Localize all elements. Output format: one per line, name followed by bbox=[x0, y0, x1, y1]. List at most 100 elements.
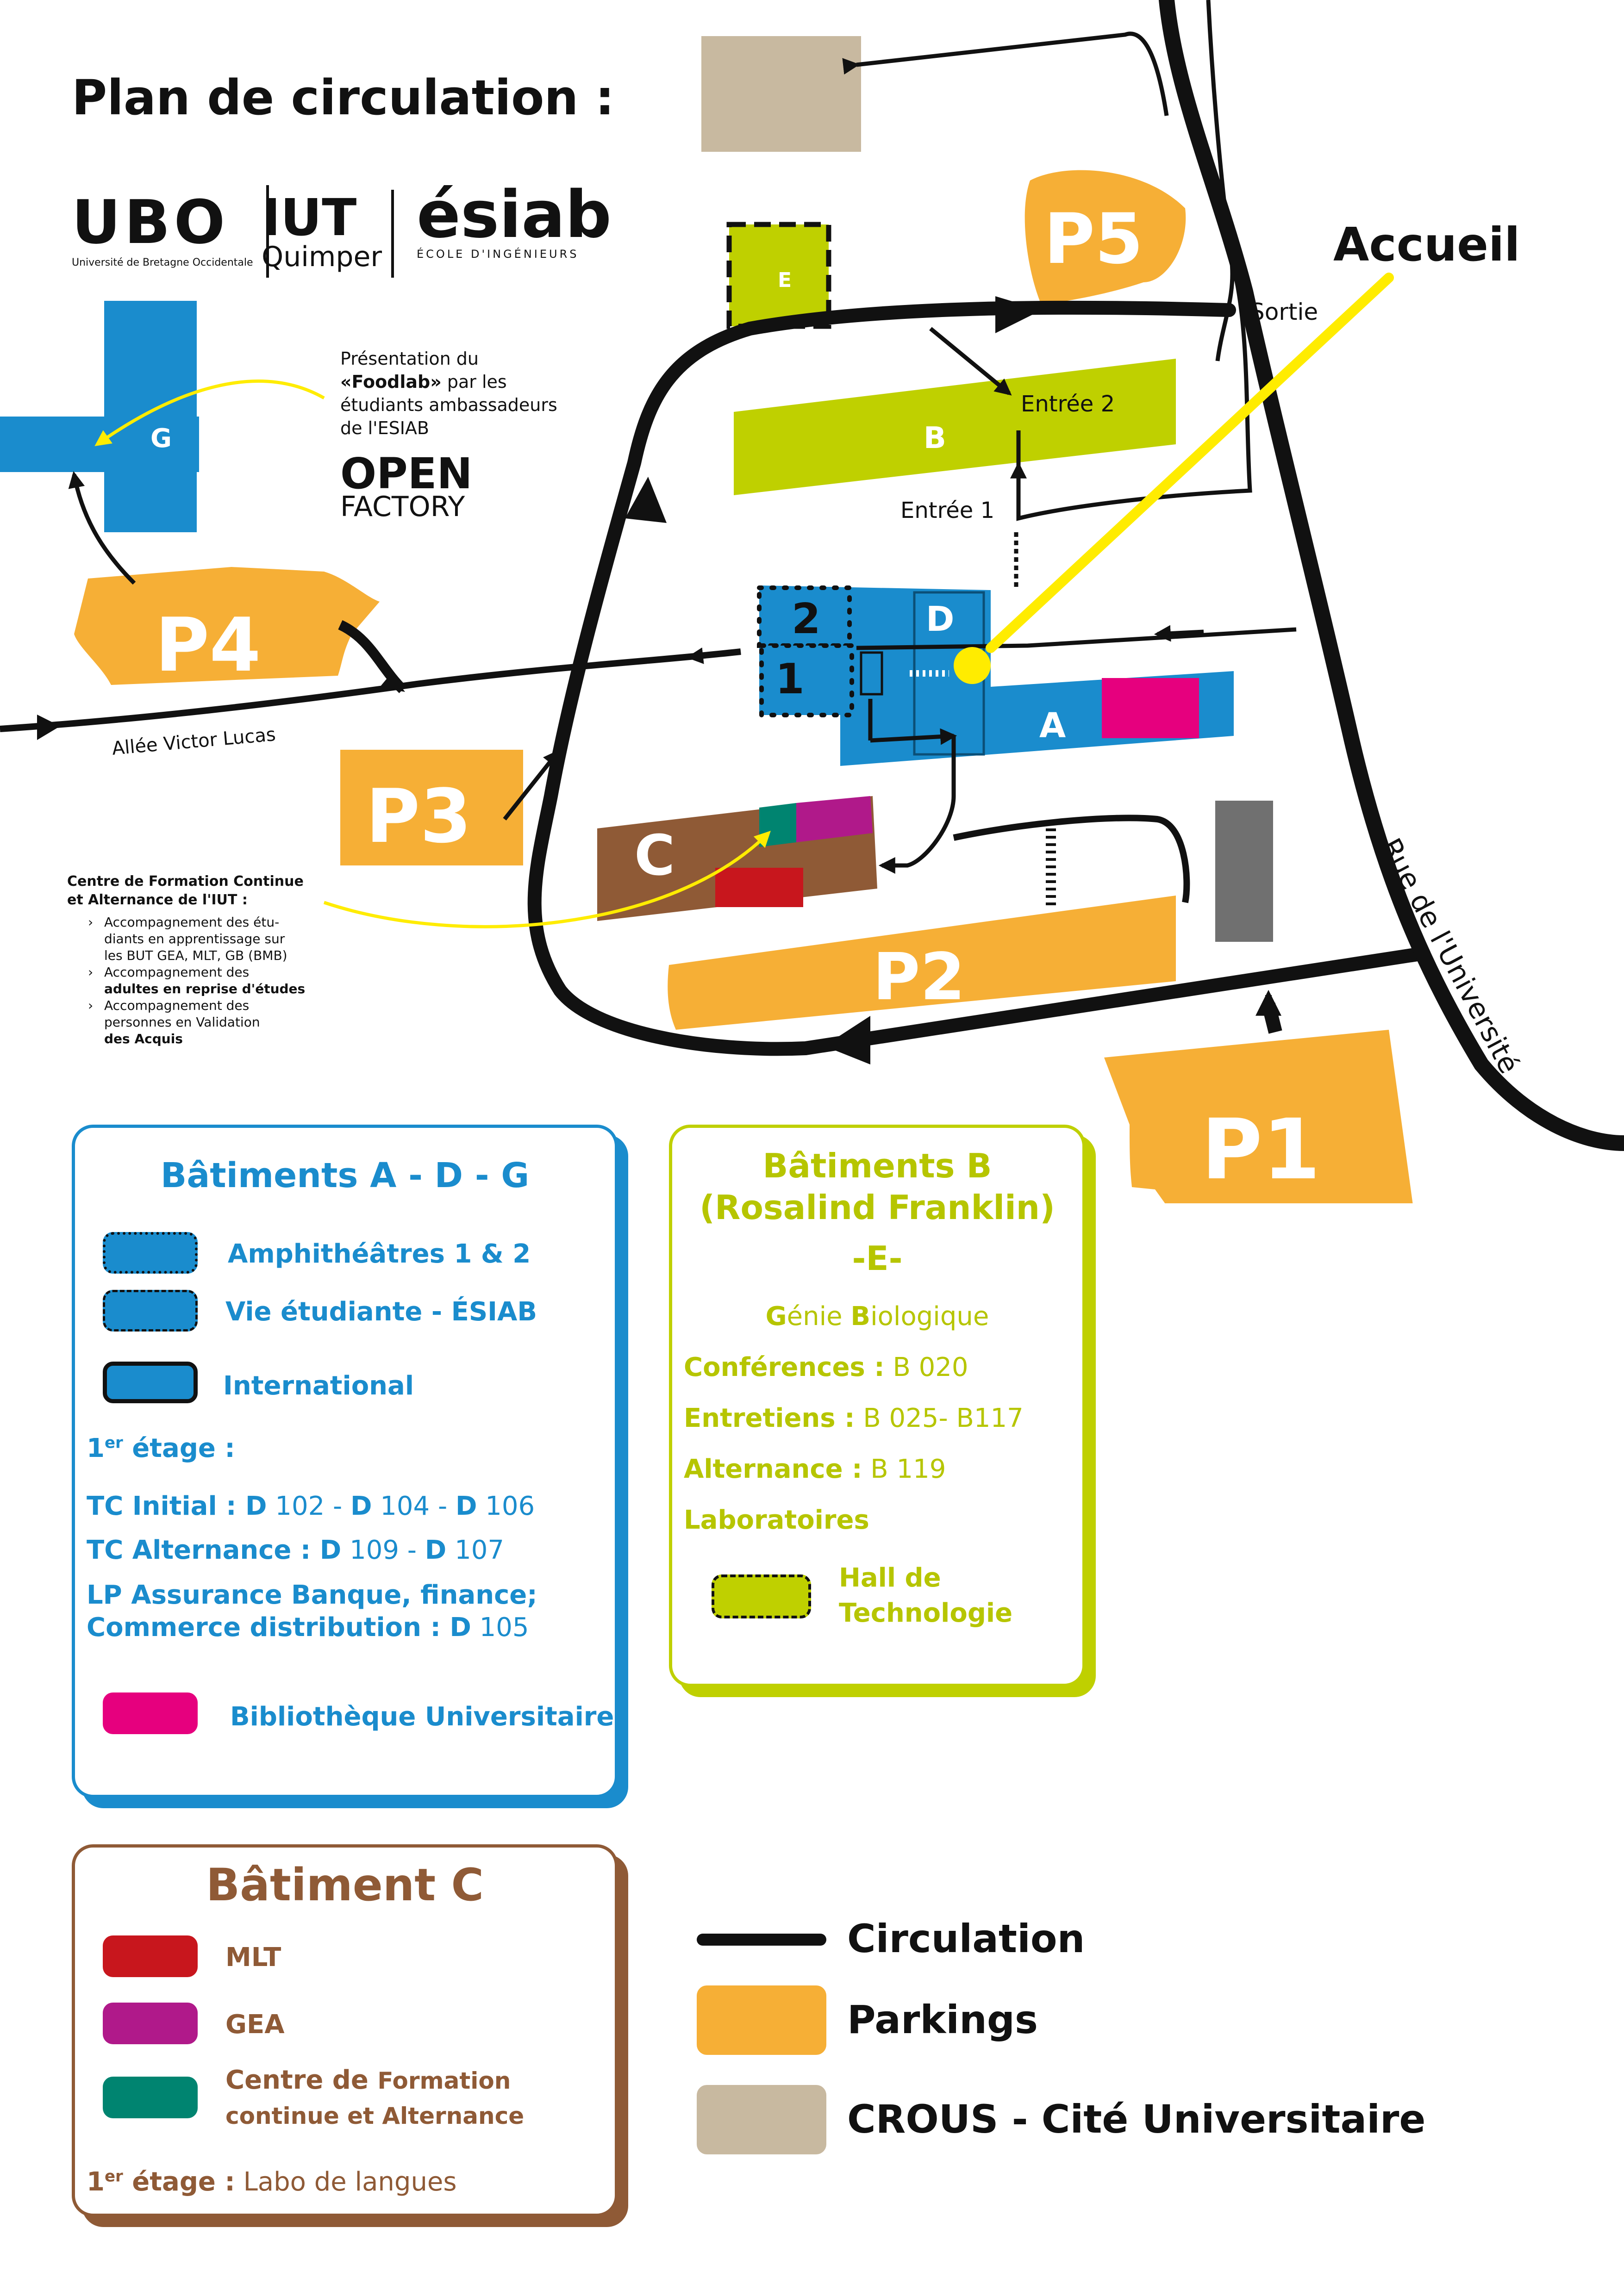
swatch-mlt bbox=[103, 1935, 198, 1977]
logo-esiab-text: ésiab bbox=[417, 177, 612, 253]
cfca-title-1: Centre de Formation Continue bbox=[67, 873, 304, 890]
foodlab-line-1: Présentation du bbox=[340, 348, 479, 369]
entree-2-label: Entrée 2 bbox=[1021, 391, 1115, 417]
legend-swatch-parkings bbox=[697, 1985, 826, 2055]
etage-rest: étage : bbox=[123, 2167, 235, 2197]
room-prefix: D bbox=[450, 1612, 471, 1643]
hall-line-1: Hall de bbox=[839, 1563, 941, 1593]
entretiens-room: B 025- B117 bbox=[855, 1403, 1024, 1433]
cfca-item-3-line: des Acquis bbox=[104, 1031, 183, 1046]
etage-sup: er bbox=[104, 1433, 123, 1452]
legend-swatch-crous bbox=[697, 2085, 826, 2154]
swatch-bu bbox=[103, 1692, 198, 1734]
building-g-wing bbox=[104, 301, 197, 532]
page-title: Plan de circulation : bbox=[72, 69, 615, 126]
entree-1-label: Entrée 1 bbox=[900, 498, 995, 523]
room-prefix: D bbox=[425, 1535, 447, 1565]
label-building-d: D bbox=[926, 599, 955, 639]
legend-adg-etage: 1er étage : bbox=[87, 1433, 235, 1463]
building-b bbox=[734, 359, 1176, 495]
label-p2: P2 bbox=[873, 940, 966, 1015]
foodlab-line-3: étudiants ambassadeurs bbox=[340, 395, 557, 415]
parking-p1 bbox=[1104, 1030, 1413, 1203]
legend-parkings: Parkings bbox=[847, 1997, 1038, 2042]
cfca-item-2-line: adultes en reprise d'études bbox=[104, 981, 306, 996]
cfca-item-1-line: les BUT GEA, MLT, GB (BMB) bbox=[104, 948, 287, 963]
campus-map bbox=[0, 0, 1624, 1203]
legend-hall: Hall de Technologie bbox=[839, 1561, 1012, 1631]
legend-buildings-adg: Bâtiments A - D - G Amphithéâtres 1 & 2 … bbox=[72, 1125, 618, 1798]
logo-ubo-subtitle: Université de Bretagne Occidentale bbox=[72, 257, 253, 268]
room-number: 107 bbox=[446, 1535, 504, 1565]
legend-entretiens: Entretiens : B 025- B117 bbox=[684, 1403, 1024, 1433]
legend-cfca: Centre de Formation continue et Alternan… bbox=[225, 2063, 524, 2134]
swatch-amphi bbox=[103, 1232, 198, 1274]
lp-line-1: LP Assurance Banque, finance; bbox=[87, 1580, 537, 1610]
room-prefix: D bbox=[350, 1491, 372, 1521]
foodlab-line-2: «Foodlab» par les bbox=[340, 370, 557, 393]
vie-etudiante-zone bbox=[860, 651, 883, 696]
etage-number: 1 bbox=[87, 2167, 105, 2197]
road-main-loop bbox=[527, 300, 1430, 1056]
legend-building-c: Bâtiment C MLT GEA Centre de Formation c… bbox=[72, 1844, 618, 2217]
alternance-room: B 119 bbox=[862, 1454, 946, 1484]
swatch-international bbox=[103, 1362, 198, 1403]
etage-sup: er bbox=[104, 2167, 123, 2186]
legend-laboratoires: Laboratoires bbox=[684, 1505, 869, 1535]
swatch-vie-etudiante bbox=[103, 1290, 198, 1332]
cfca-legend-line-1: Centre de Formation bbox=[225, 2063, 524, 2098]
chevron-right-icon: › bbox=[88, 964, 94, 980]
logo-esiab: ésiab ÉCOLE D'INGÉNIEURS bbox=[417, 183, 612, 261]
grey-building bbox=[1215, 801, 1273, 942]
legend-mlt: MLT bbox=[225, 1942, 281, 1972]
room-number: 104 - bbox=[372, 1491, 456, 1521]
legend-crous: CROUS - Cité Universitaire bbox=[847, 2097, 1426, 2142]
logo-divider-2 bbox=[391, 190, 394, 278]
legend-circulation: Circulation bbox=[847, 1916, 1085, 1961]
amphi-1 bbox=[759, 643, 854, 717]
logo-esiab-subtitle: ÉCOLE D'INGÉNIEURS bbox=[417, 248, 579, 261]
etage-value: Labo de langues bbox=[235, 2167, 457, 2197]
parking-p2 bbox=[668, 896, 1176, 1030]
label-building-g: G bbox=[150, 423, 172, 454]
chevron-right-icon: › bbox=[88, 998, 94, 1013]
conf-label: Conférences : bbox=[684, 1352, 885, 1382]
sortie-label: Sortie bbox=[1250, 299, 1318, 325]
legend-b-title-1: Bâtiments B bbox=[762, 1146, 992, 1185]
legend-b-title-2: (Rosalind Franklin) bbox=[700, 1188, 1055, 1227]
label-amphi-1: 1 bbox=[775, 655, 805, 703]
gb-initial-b: B bbox=[850, 1301, 871, 1332]
hall-line-2: Technologie bbox=[839, 1598, 1013, 1628]
gb-initial-g: G bbox=[765, 1301, 787, 1332]
entretiens-label: Entretiens : bbox=[684, 1403, 855, 1433]
parking-p3 bbox=[340, 750, 523, 865]
foodlab-note: Présentation du «Foodlab» par les étudia… bbox=[340, 347, 557, 440]
lp-line-2-text: Commerce distribution : bbox=[87, 1612, 441, 1643]
cfca-item-1-line: Accompagnement des étu- bbox=[104, 915, 280, 930]
cfca-note: Centre de Formation Continue et Alternan… bbox=[67, 872, 326, 1047]
c-red bbox=[715, 868, 803, 907]
swatch-cfca bbox=[103, 2077, 198, 2118]
lp-line-2: Commerce distribution : D 105 bbox=[87, 1612, 537, 1644]
logo-open-text: OPEN bbox=[340, 449, 473, 498]
cfca-item-3-line: Accompagnement des bbox=[104, 998, 250, 1013]
logo-open-factory: OPEN FACTORY bbox=[340, 449, 473, 523]
legend-lp: LP Assurance Banque, finance; Commerce d… bbox=[87, 1579, 537, 1644]
label-building-e: E bbox=[778, 268, 792, 292]
foodlab-line-4: de l'ESIAB bbox=[340, 418, 429, 438]
room-number: 102 - bbox=[267, 1491, 351, 1521]
cfca-legend-line-2: continue et Alternance bbox=[225, 2103, 525, 2129]
bu-block bbox=[1102, 678, 1199, 738]
cfca-item-2-line: Accompagnement des bbox=[104, 964, 250, 980]
legend-tc-alternance: TC Alternance : D 109 - D 107 bbox=[87, 1535, 504, 1565]
logo-factory-text: FACTORY bbox=[340, 491, 465, 523]
room-prefix: D bbox=[319, 1535, 342, 1565]
label-building-b: B bbox=[924, 421, 946, 455]
c-purple bbox=[796, 796, 873, 842]
logo-iut-text: IUT bbox=[262, 188, 357, 247]
logo-iut-subtitle: Quimper bbox=[262, 241, 382, 273]
room-prefix: D bbox=[245, 1491, 267, 1521]
room-number: 105 bbox=[471, 1612, 529, 1643]
legend-swatch-circulation bbox=[697, 1934, 826, 1946]
cfca-item-2: › Accompagnement des adultes en reprise … bbox=[67, 964, 326, 997]
